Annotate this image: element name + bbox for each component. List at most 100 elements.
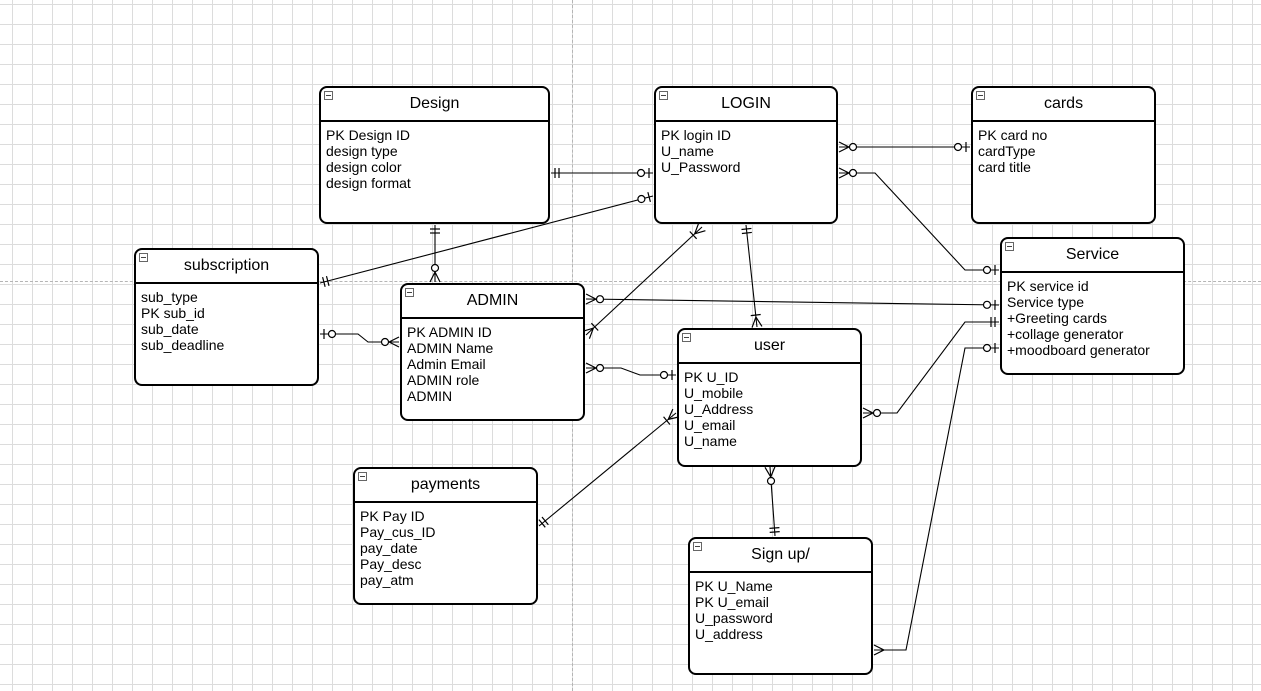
entity-attribute: U_name xyxy=(684,433,737,449)
relationship-design-login[interactable] xyxy=(551,168,653,178)
entity-attribute: ADMIN role xyxy=(407,372,480,388)
relationship-line[interactable] xyxy=(538,412,677,527)
entity-attribute: Pay_cus_ID xyxy=(360,524,436,540)
collapse-icon[interactable] xyxy=(358,472,367,481)
entity-attribute: cardType xyxy=(978,143,1036,159)
relationship-line[interactable] xyxy=(320,333,399,343)
crows-foot-marker xyxy=(764,467,772,478)
entity-attribute: U_name xyxy=(661,143,714,159)
entity-title: subscription xyxy=(183,257,270,274)
entity-attribute: pay_atm xyxy=(360,572,414,588)
collapse-icon[interactable] xyxy=(659,91,668,100)
relationship-user-signup[interactable] xyxy=(764,466,780,537)
entity-attribute: PK U_ID xyxy=(684,369,739,385)
relationship-admin-service[interactable] xyxy=(585,293,1000,310)
zero-circle-marker xyxy=(659,370,669,380)
one-bar-marker xyxy=(647,192,651,203)
relationship-line[interactable] xyxy=(874,347,999,651)
one-bar-marker xyxy=(769,531,780,533)
entity-attribute: +Greeting cards xyxy=(1007,310,1107,326)
entity-title: LOGIN xyxy=(721,95,771,112)
crows-foot-marker xyxy=(838,146,850,153)
entity-attribute: U_mobile xyxy=(684,385,744,401)
collapse-icon[interactable] xyxy=(139,253,148,262)
zero-circle-marker xyxy=(982,300,992,309)
collapse-icon[interactable] xyxy=(405,288,414,297)
zero-circle-marker xyxy=(872,408,882,418)
entity-attribute: ADMIN xyxy=(407,388,453,404)
entity-header: Service xyxy=(1002,239,1183,273)
relationship-line[interactable] xyxy=(585,298,1000,306)
entity-title: user xyxy=(753,337,786,354)
crows-foot-marker xyxy=(838,172,850,179)
crows-foot-marker xyxy=(694,230,706,235)
entity-attribute: U_email xyxy=(684,417,736,433)
entity-header: payments xyxy=(355,469,536,503)
entity-header: LOGIN xyxy=(656,88,836,122)
relationship-line[interactable] xyxy=(769,466,776,537)
entity-attribute: PK U_Name xyxy=(695,578,773,594)
entity-attribute: PK login ID xyxy=(661,127,732,143)
collapse-icon[interactable] xyxy=(693,542,702,551)
zero-circle-marker xyxy=(595,363,605,373)
entity-attribute: pay_date xyxy=(360,540,418,556)
entity-attribute: PK card no xyxy=(978,127,1048,143)
entity-attribute: PK service id xyxy=(1007,278,1089,294)
zero-circle-marker xyxy=(637,194,646,204)
relationship-admin-user[interactable] xyxy=(585,362,676,380)
zero-circle-marker xyxy=(636,168,646,178)
crows-foot-marker xyxy=(585,298,597,305)
entity-attribute: U_password xyxy=(695,610,773,626)
relationship-line[interactable] xyxy=(745,224,758,328)
collapse-icon[interactable] xyxy=(1005,242,1014,251)
one-bar-marker xyxy=(538,519,546,528)
entity-attribute: Pay_desc xyxy=(360,556,422,572)
relationship-line[interactable] xyxy=(586,367,676,376)
zero-circle-marker xyxy=(982,343,992,353)
relationship-signup-service[interactable] xyxy=(873,343,999,656)
zero-circle-marker xyxy=(953,142,963,152)
relationship-login-cards[interactable] xyxy=(838,141,970,153)
zero-circle-marker xyxy=(380,337,390,347)
entity-title: payments xyxy=(410,476,481,493)
relationship-user-service[interactable] xyxy=(862,317,999,419)
entity-attribute: PK Design ID xyxy=(326,127,411,143)
crows-foot-marker xyxy=(388,341,400,348)
collapse-icon[interactable] xyxy=(976,91,985,100)
relationship-line[interactable] xyxy=(863,321,999,414)
collapse-icon[interactable] xyxy=(324,91,333,100)
one-bar-marker xyxy=(741,231,752,235)
crows-foot-marker xyxy=(862,412,874,419)
collapse-icon[interactable] xyxy=(682,333,691,342)
relationship-payments-user[interactable] xyxy=(538,408,680,528)
entity-attribute: +moodboard generator xyxy=(1007,342,1150,358)
relationship-login-user[interactable] xyxy=(741,224,763,328)
crows-foot-marker xyxy=(694,223,700,235)
zero-circle-marker xyxy=(430,263,440,273)
relationship-subscription-admin[interactable] xyxy=(320,329,400,348)
entity-attribute: Admin Email xyxy=(407,356,486,372)
relationship-design-admin[interactable] xyxy=(429,225,441,283)
entity-header: Sign up/ xyxy=(690,539,871,573)
entity-attribute: PK sub_id xyxy=(141,305,205,321)
one-bar-marker xyxy=(663,416,671,425)
crows-foot-marker xyxy=(751,316,757,328)
entity-attribute: Service type xyxy=(1007,294,1085,310)
one-bar-marker xyxy=(769,527,780,529)
zero-circle-marker xyxy=(982,265,992,275)
entity-attribute: PK U_email xyxy=(695,594,769,610)
